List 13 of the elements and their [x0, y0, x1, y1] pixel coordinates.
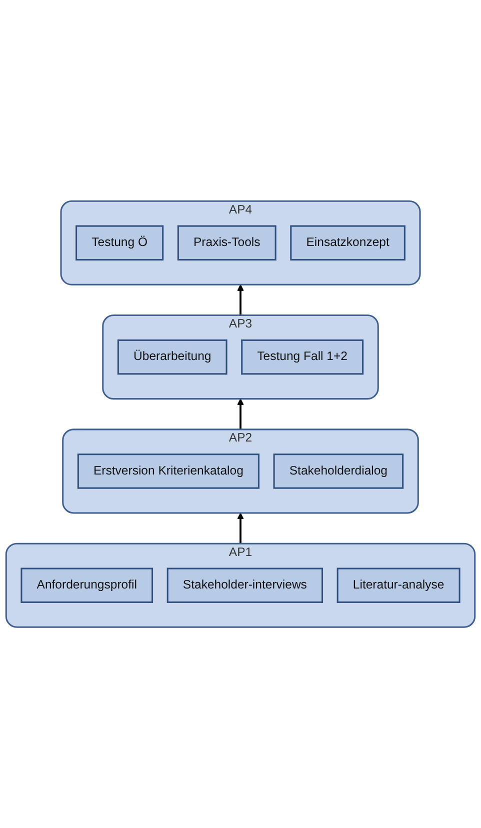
node-box: Testung Fall 1+2 — [241, 339, 364, 375]
node-box: Stakeholder-interviews — [166, 568, 324, 603]
node-box: Praxis-Tools — [177, 225, 276, 260]
node-box: Literatur-analyse — [336, 568, 460, 603]
node-box: Überarbeitung — [117, 339, 228, 375]
arrow — [237, 512, 244, 544]
arrow — [237, 398, 244, 430]
node-box: Stakeholderdialog — [273, 453, 404, 489]
node-box: Anforderungsprofil — [20, 568, 154, 603]
node-box: Testung Ö — [76, 225, 164, 260]
node-box: Erstversion Kriterienkatalog — [77, 453, 260, 489]
arrow — [237, 284, 244, 316]
node-box: Einsatzkonzept — [290, 225, 406, 260]
